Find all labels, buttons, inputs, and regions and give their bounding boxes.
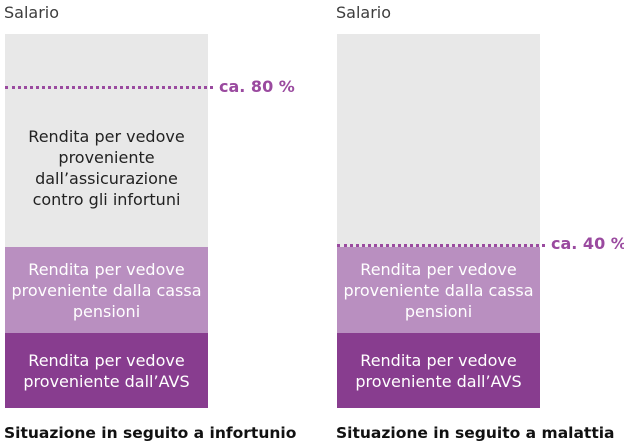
segment-avs: Rendita per vedove proveniente dall’AVS bbox=[5, 333, 208, 408]
threshold-label: ca. 80 % bbox=[219, 77, 295, 96]
threshold-label: ca. 40 % bbox=[551, 234, 624, 253]
salary-label: Salario bbox=[336, 3, 392, 22]
segment-pension-fund: Rendita per vedove proveniente dalla cas… bbox=[5, 247, 208, 333]
threshold-line bbox=[337, 244, 545, 247]
segment-avs: Rendita per vedove proveniente dall’AVS bbox=[337, 333, 540, 408]
threshold-line bbox=[5, 86, 213, 89]
segment-accident-insurance: Rendita per vedove proveniente dall’assi… bbox=[28, 126, 185, 209]
caption-accident: Situazione in seguito a infortunio bbox=[4, 424, 297, 442]
segment-pension-fund: Rendita per vedove proveniente dalla cas… bbox=[337, 247, 540, 333]
column-illness: Salario Rendita per vedove proveniente d… bbox=[332, 0, 624, 446]
column-accident: Salario Rendita per vedove proveniente d… bbox=[0, 0, 300, 446]
salary-label: Salario bbox=[4, 3, 60, 22]
caption-illness: Situazione in seguito a malattia bbox=[336, 424, 615, 442]
